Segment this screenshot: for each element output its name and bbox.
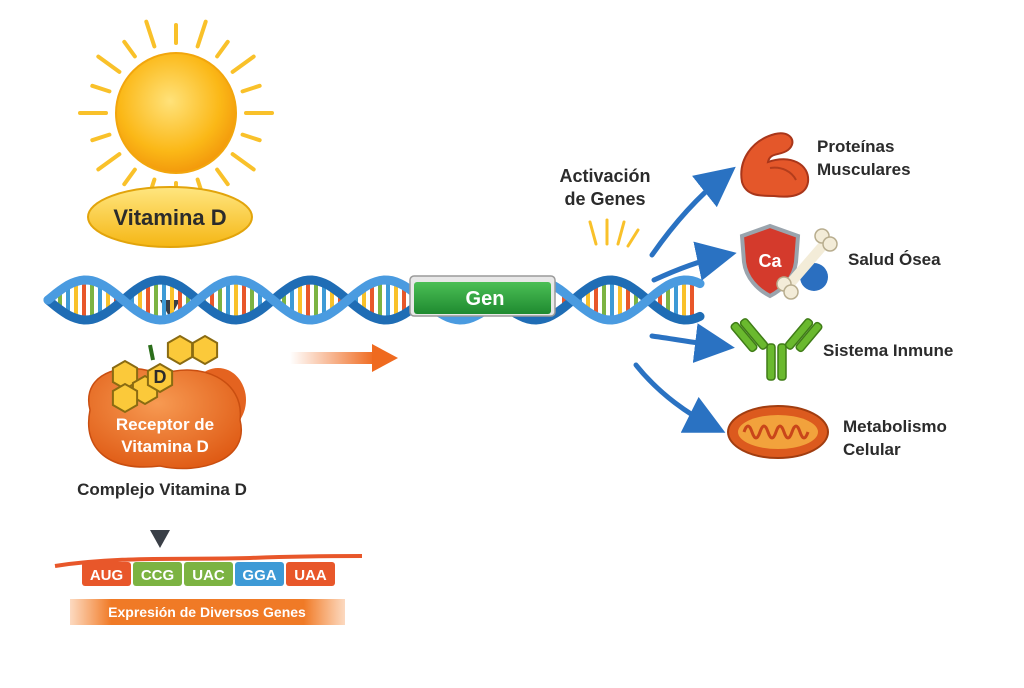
calcium-symbol: Ca (758, 251, 782, 271)
codon-3: UAC (184, 562, 233, 586)
bone-shield-icon: Ca (739, 223, 838, 300)
expression-label: Expresión de Diversos Genes (108, 604, 306, 620)
activation-burst-icon (588, 218, 640, 248)
codon-4: GGA (235, 562, 284, 586)
codon-label: CCG (141, 567, 174, 584)
vitamin-d-molecule-icon: D (111, 334, 219, 414)
codon-5: UAA (286, 562, 335, 586)
activation-line1: Activación (559, 166, 650, 186)
codon-label: UAA (294, 567, 327, 584)
molecule-letter: D (154, 367, 167, 387)
receptor-label-line1: Receptor de (116, 415, 214, 434)
arrow-to-bone (651, 241, 737, 283)
activation-label: Activación de Genes (559, 166, 651, 248)
codon-label: UAC (192, 567, 225, 584)
muscle-icon (740, 132, 810, 198)
vitamin-d-pill: Vitamina D (87, 186, 253, 248)
dna-helix (43, 275, 705, 325)
orange-arrow (290, 344, 398, 372)
sun-icon (78, 19, 274, 207)
receptor-label-line2: Vitamina D (121, 437, 209, 456)
mitochondria-icon (727, 405, 829, 459)
outcome-4-line2: Celular (843, 440, 901, 459)
antibody-icon (730, 318, 823, 381)
codon-2: CCG (133, 562, 182, 586)
arrow-to-immune (649, 323, 735, 363)
codon-1: AUG (82, 562, 131, 586)
outcome-3-line1: Sistema Inmune (823, 341, 953, 360)
codon-label: AUG (90, 567, 123, 584)
gene-label: Gen (466, 288, 505, 310)
vitamin-d-label: Vitamina D (113, 205, 226, 230)
expression-banner: Expresión de Diversos Genes (70, 599, 345, 625)
outcome-arrows (633, 166, 737, 433)
activation-line2: de Genes (564, 189, 645, 209)
mrna-strand: AUG CCG UAC GGA UAA (54, 554, 363, 586)
complex-label: Complejo Vitamina D (77, 480, 247, 499)
outcome-1-line2: Musculares (817, 160, 911, 179)
outcome-1-line1: Proteínas (817, 137, 894, 156)
arrow-to-mitochondria (633, 362, 726, 433)
outcome-2-line1: Salud Ósea (848, 250, 941, 269)
outcome-4-line1: Metabolismo (843, 417, 947, 436)
down-arrow-expression (150, 505, 170, 548)
arrow-to-muscle (649, 166, 736, 258)
gene-segment: Gen (409, 275, 556, 317)
codon-label: GGA (242, 567, 276, 584)
